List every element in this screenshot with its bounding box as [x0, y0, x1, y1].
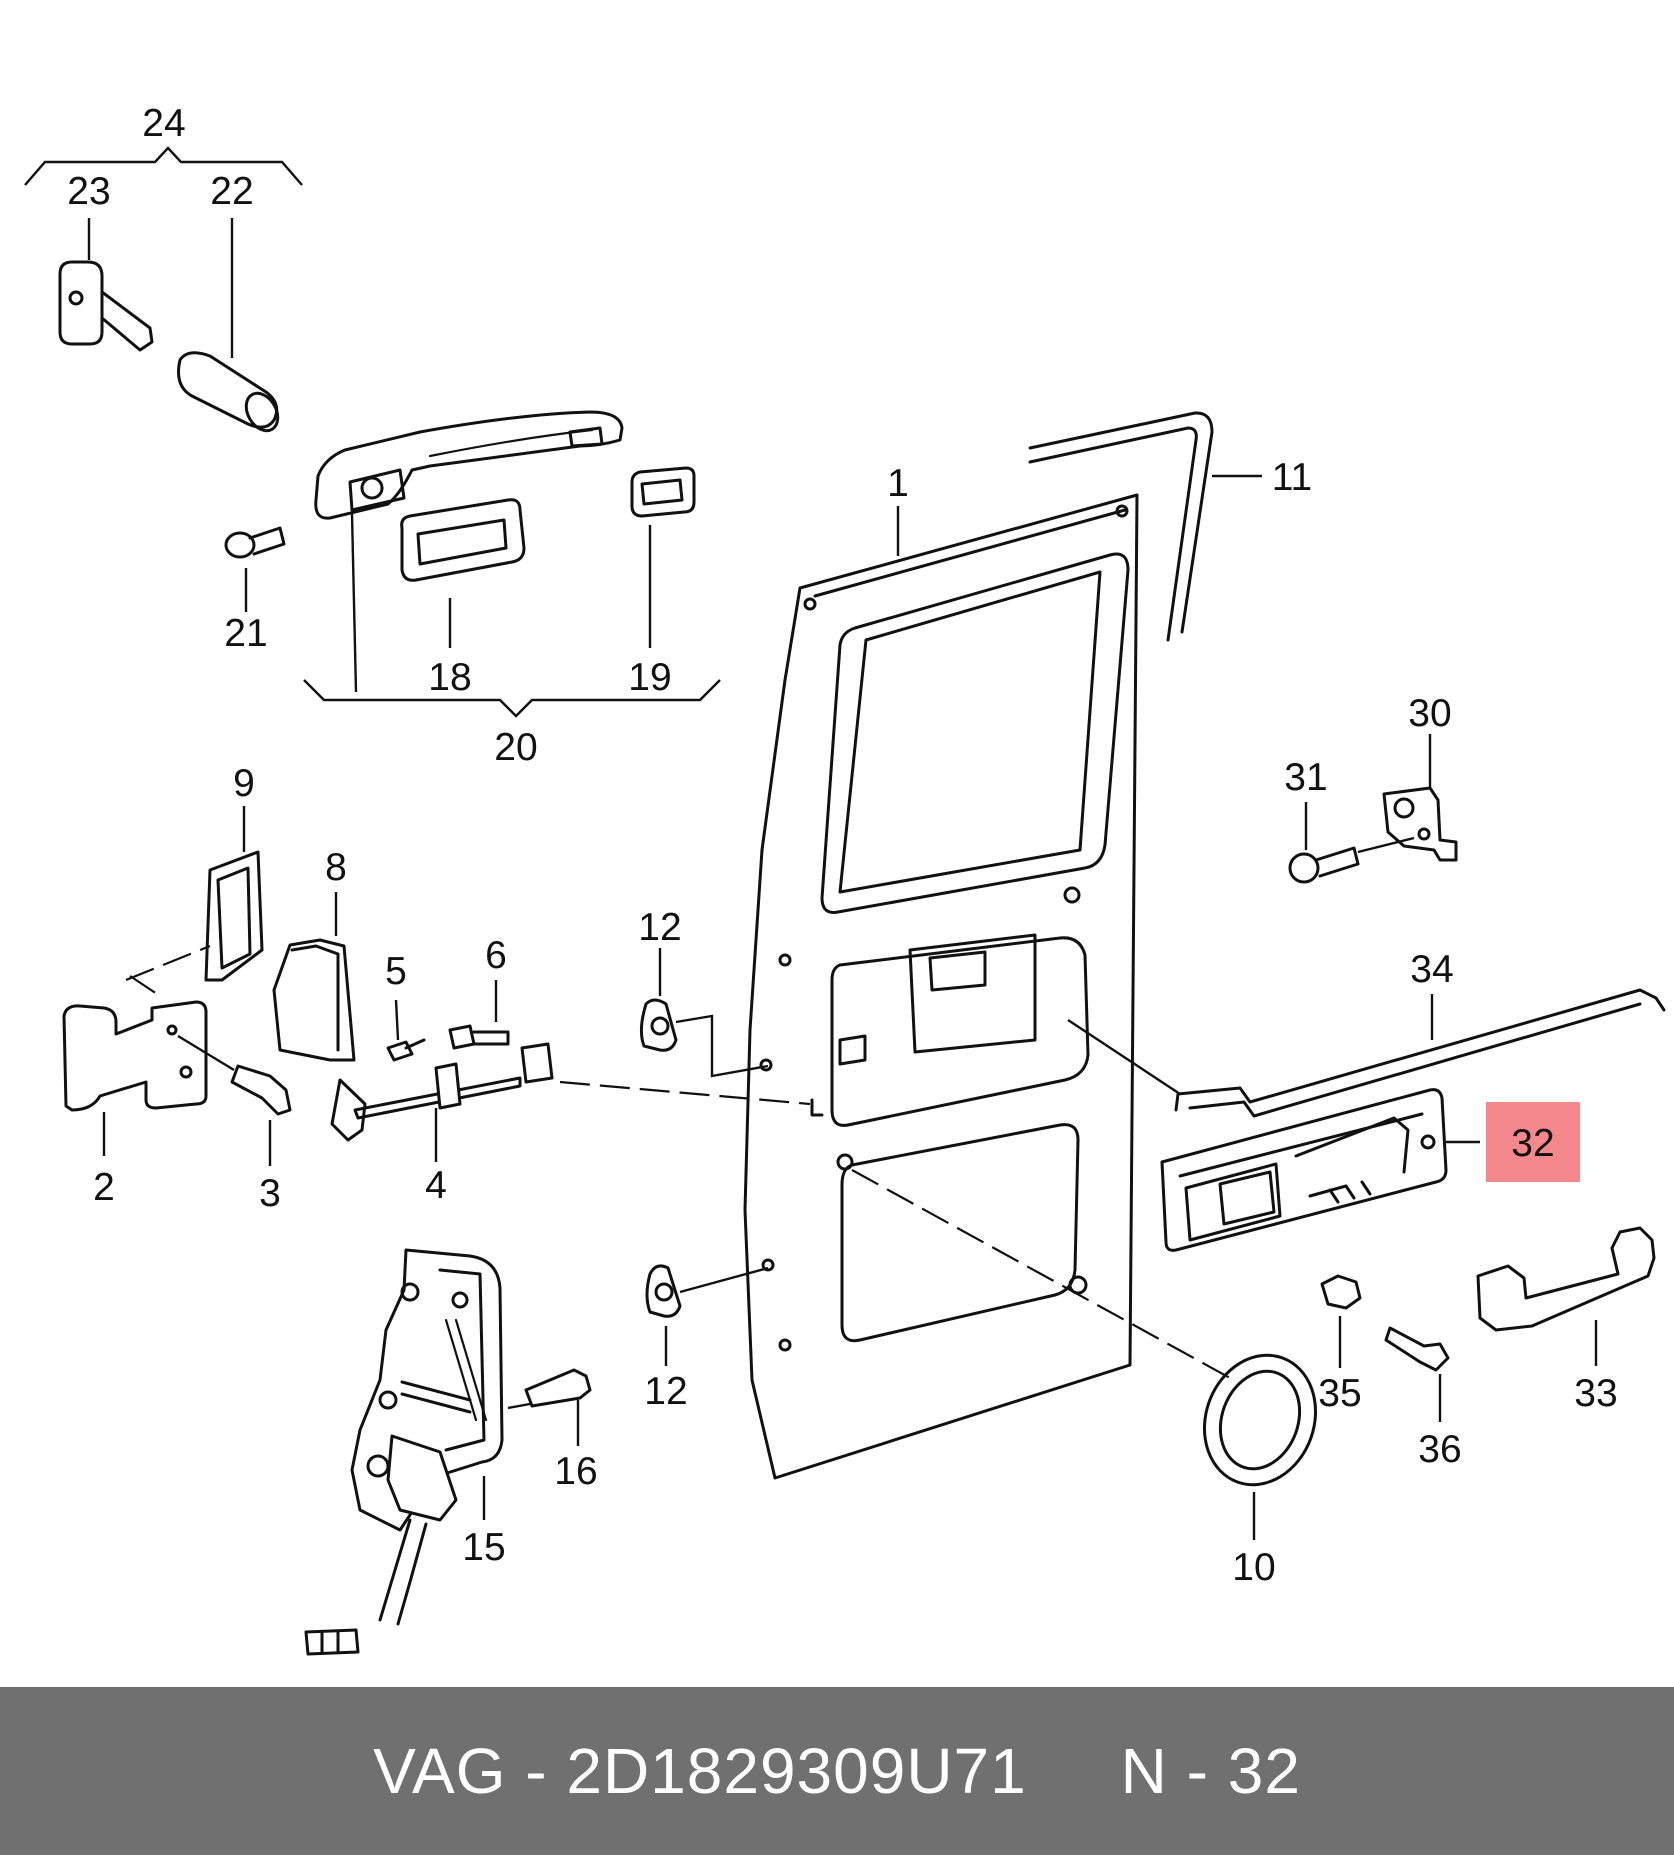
- bracket-screw: [1288, 802, 1415, 884]
- hinge-cover: [125, 806, 264, 982]
- callout-20: 20: [494, 726, 537, 769]
- handle-gasket: [400, 498, 526, 582]
- callout-12-upper: 12: [638, 906, 681, 949]
- callout-23: 23: [67, 170, 110, 213]
- exploded-parts-diagram: 24 23 22 21 18 19 20 1 11 9 8 5 6 12 2 3…: [24, 102, 1666, 1656]
- callout-1: 1: [887, 462, 909, 505]
- door-panel: [743, 493, 1139, 1480]
- lock-bolt: [507, 1368, 592, 1446]
- screw: [224, 526, 286, 612]
- nut: [1320, 1274, 1362, 1368]
- callout-35: 35: [1318, 1372, 1361, 1415]
- callout-8: 8: [325, 846, 347, 889]
- cylinder-gasket: [630, 466, 696, 518]
- guide-lower: [645, 1264, 769, 1366]
- striker-bracket: [1382, 734, 1458, 862]
- callout-34: 34: [1410, 948, 1453, 991]
- sealing-ring: [851, 1169, 1318, 1540]
- callout-12-lower: 12: [644, 1370, 687, 1413]
- bolt-36: [1384, 1326, 1450, 1422]
- callout-5: 5: [385, 950, 407, 993]
- hinge: [62, 1000, 208, 1156]
- grab-handle: [1476, 1226, 1656, 1366]
- highlight-box: [1486, 1102, 1580, 1182]
- door-check: [330, 1042, 554, 1162]
- callout-21: 21: [224, 612, 267, 655]
- hinge-cap: [272, 892, 356, 1062]
- bolt-6: [448, 980, 510, 1050]
- callout-24: 24: [142, 102, 185, 145]
- callout-32: 32: [1511, 1122, 1554, 1165]
- callout-15: 15: [462, 1526, 505, 1569]
- callout-31: 31: [1284, 756, 1327, 799]
- callout-16: 16: [554, 1450, 597, 1493]
- callout-18: 18: [428, 656, 471, 699]
- guide-upper: [639, 948, 769, 1078]
- callout-30: 30: [1408, 692, 1451, 735]
- door-seal: [1028, 411, 1262, 642]
- part-number-text: VAG - 2D1829309U71 N - 32: [373, 1735, 1301, 1807]
- door-lock: [304, 1248, 504, 1656]
- callout-22: 22: [210, 170, 253, 213]
- inner-door-handle: [1160, 1088, 1480, 1252]
- lock-cylinder: [87, 218, 280, 433]
- outer-door-handle: [314, 410, 624, 520]
- callout-9: 9: [233, 762, 255, 805]
- callout-36: 36: [1418, 1428, 1461, 1471]
- hinge-bolt: [177, 1034, 292, 1166]
- callout-2: 2: [93, 1166, 115, 1209]
- rivet: [386, 999, 426, 1062]
- callout-6: 6: [485, 934, 507, 977]
- callout-3: 3: [259, 1172, 281, 1215]
- part-number-footer: VAG - 2D1829309U71 N - 32: [0, 1687, 1674, 1855]
- operating-rod: [1067, 988, 1666, 1118]
- callout-10: 10: [1232, 1546, 1275, 1589]
- callout-19: 19: [628, 656, 671, 699]
- key: [58, 260, 154, 352]
- callout-33: 33: [1574, 1372, 1617, 1415]
- callout-11: 11: [1272, 456, 1313, 499]
- callout-4: 4: [425, 1164, 447, 1207]
